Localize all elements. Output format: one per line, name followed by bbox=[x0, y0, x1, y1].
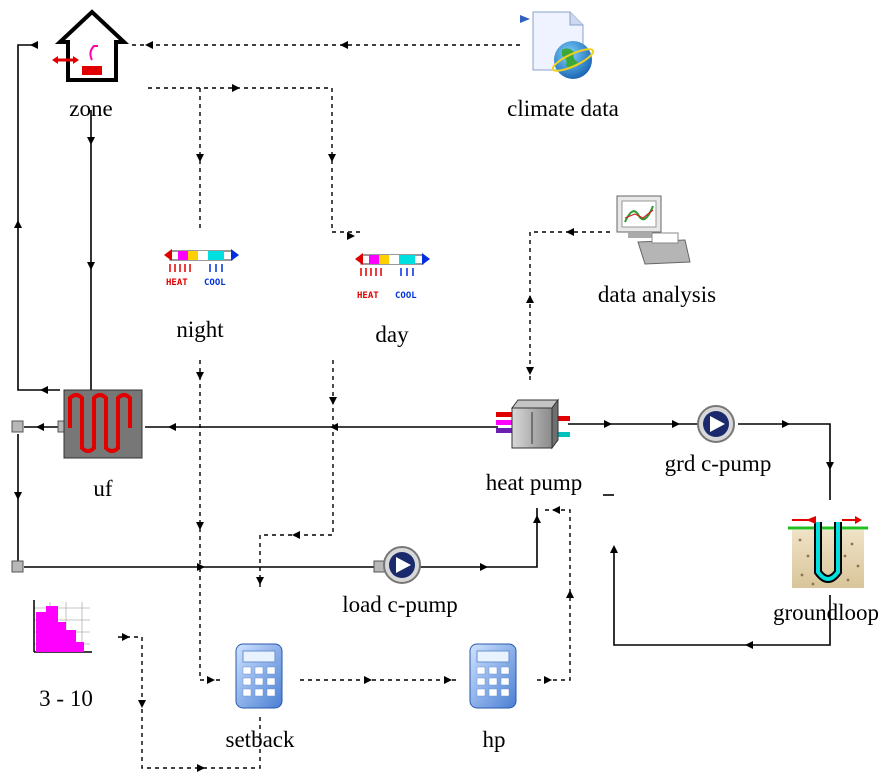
arrow-down bbox=[826, 462, 834, 470]
arrow-down bbox=[87, 262, 95, 270]
dashed-connections bbox=[118, 44, 612, 769]
arrow-down bbox=[196, 372, 204, 380]
arrow-left bbox=[145, 41, 153, 49]
data-analysis-component[interactable]: data analysis bbox=[598, 195, 716, 307]
arrow-down bbox=[138, 700, 146, 708]
house-icon bbox=[52, 9, 130, 82]
svg-text:COOL: COOL bbox=[395, 291, 417, 301]
heat-pump-icon bbox=[496, 398, 570, 450]
arrow-up bbox=[526, 295, 534, 303]
arrow-up bbox=[610, 545, 618, 553]
zone-label: zone bbox=[69, 96, 112, 121]
uf-component[interactable]: uf bbox=[63, 389, 143, 501]
arrow-down bbox=[196, 522, 204, 530]
arrow-up bbox=[566, 590, 574, 598]
arrow-up bbox=[533, 515, 541, 523]
arrow-down bbox=[196, 154, 204, 162]
arrow-left bbox=[30, 41, 38, 49]
arrow-left bbox=[36, 423, 44, 431]
arrow-right bbox=[672, 420, 680, 428]
thermostat-icon: HEAT COOL bbox=[355, 253, 430, 301]
arrow-right bbox=[364, 676, 372, 684]
ground-loop-icon bbox=[788, 516, 868, 588]
computer-printer-icon bbox=[616, 195, 691, 265]
schedule-label: 3 - 10 bbox=[39, 686, 93, 711]
solid-connections bbox=[17, 44, 831, 646]
arrow-right bbox=[347, 232, 355, 240]
schedule-chart-icon bbox=[33, 600, 92, 653]
night-label: night bbox=[176, 317, 224, 342]
groundloop-component[interactable]: groundloop bbox=[773, 516, 879, 625]
arrow-right bbox=[604, 420, 612, 428]
arrowheads bbox=[14, 41, 834, 772]
climate-data-label: climate data bbox=[507, 96, 619, 121]
arrow-right bbox=[207, 676, 215, 684]
globe-document-icon bbox=[520, 11, 595, 79]
arrow-down bbox=[329, 397, 337, 405]
arrow-right bbox=[480, 563, 488, 571]
thermostat-icon: HEAT COOL bbox=[164, 249, 239, 288]
zone-component[interactable]: zone bbox=[52, 9, 130, 121]
calculator-icon bbox=[469, 643, 517, 709]
arrow-right bbox=[197, 563, 205, 571]
load-c-pump-component[interactable]: load c-pump bbox=[342, 546, 458, 617]
underfloor-heating-icon bbox=[63, 389, 143, 459]
arrow-right bbox=[122, 633, 130, 641]
night-thermostat-component[interactable]: HEAT COOL night bbox=[164, 249, 239, 342]
arrow-left bbox=[566, 228, 574, 236]
groundloop-label: groundloop bbox=[773, 600, 879, 625]
setback-component[interactable]: setback bbox=[226, 643, 295, 752]
arrow-right bbox=[197, 764, 205, 772]
calculator-icon bbox=[235, 643, 283, 709]
uf-label: uf bbox=[93, 476, 113, 501]
arrow-left bbox=[340, 41, 348, 49]
arrow-right bbox=[444, 676, 452, 684]
arrow-left bbox=[168, 423, 176, 431]
day-label: day bbox=[375, 322, 409, 347]
arrow-left bbox=[292, 531, 300, 539]
arrow-left bbox=[552, 506, 560, 514]
circulation-pump-icon bbox=[697, 405, 735, 443]
heat-pump-component[interactable]: heat pump bbox=[486, 398, 582, 495]
load-c-pump-label: load c-pump bbox=[342, 592, 458, 617]
arrow-right bbox=[782, 420, 790, 428]
data-analysis-label: data analysis bbox=[598, 282, 716, 307]
hp-component[interactable]: hp bbox=[469, 643, 517, 752]
arrow-left bbox=[330, 423, 338, 431]
hp-label: hp bbox=[483, 727, 506, 752]
arrow-down bbox=[87, 137, 95, 145]
svg-text:HEAT: HEAT bbox=[357, 291, 379, 301]
circulation-pump-icon bbox=[383, 546, 421, 584]
arrow-down bbox=[328, 154, 336, 162]
arrow-left bbox=[40, 386, 48, 394]
arrow-right bbox=[544, 676, 552, 684]
heat-pump-label: heat pump bbox=[486, 470, 582, 495]
arrow-left bbox=[745, 641, 753, 649]
setback-label: setback bbox=[226, 727, 295, 752]
svg-text:HEAT: HEAT bbox=[166, 278, 188, 288]
arrow-down bbox=[256, 577, 264, 585]
arrow-up bbox=[14, 220, 22, 228]
grd-c-pump-component[interactable]: grd c-pump bbox=[665, 405, 772, 476]
svg-text:COOL: COOL bbox=[204, 278, 226, 288]
arrow-right bbox=[232, 84, 240, 92]
arrow-down bbox=[526, 367, 534, 375]
arrow-down bbox=[14, 492, 22, 500]
schedule-component[interactable]: 3 - 10 bbox=[33, 600, 93, 711]
grd-c-pump-label: grd c-pump bbox=[665, 451, 772, 476]
climate-data-component[interactable]: climate data bbox=[507, 11, 619, 121]
day-thermostat-component[interactable]: HEAT COOL day bbox=[355, 253, 430, 347]
